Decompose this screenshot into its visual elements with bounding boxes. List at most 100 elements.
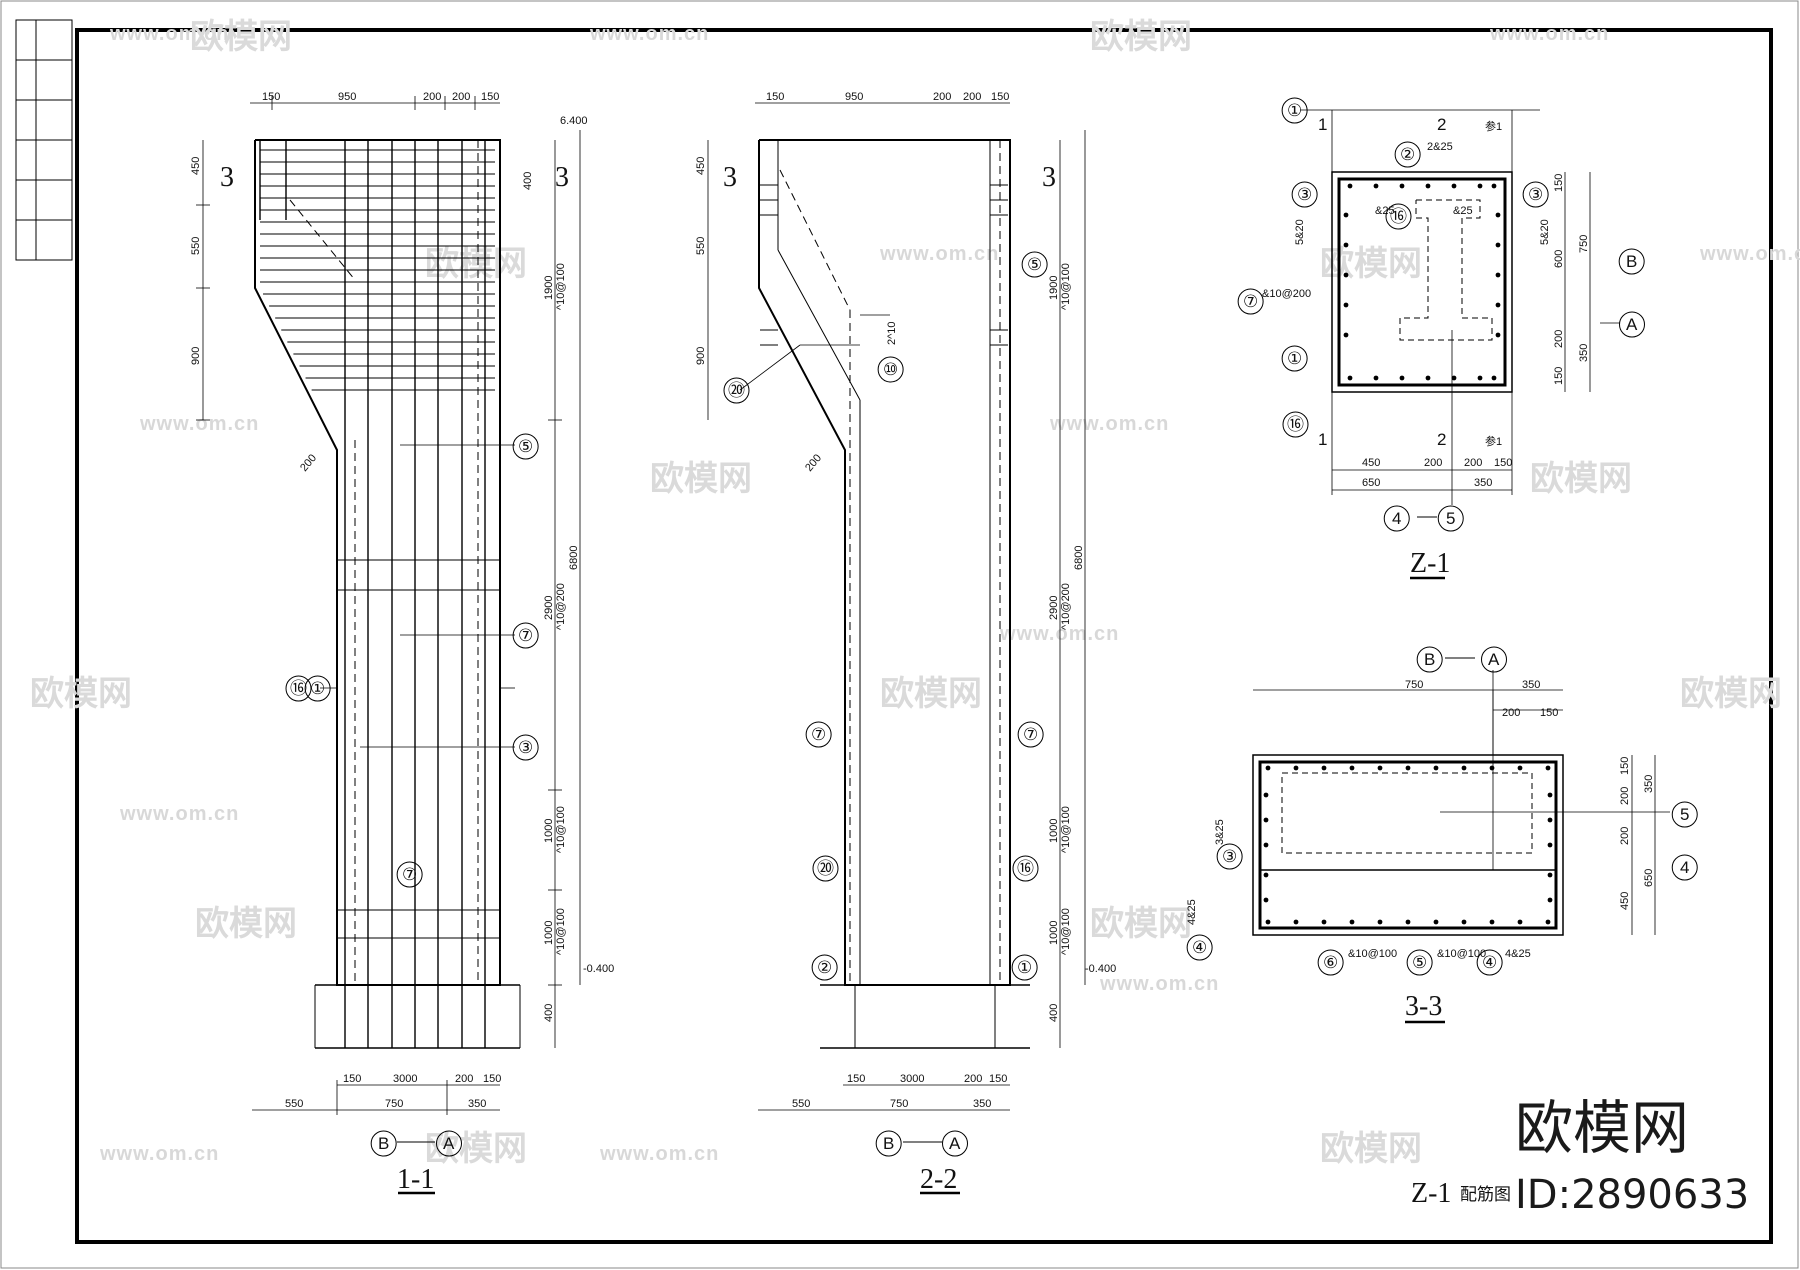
- callout-circle: [1481, 646, 1507, 673]
- dim-text: 150: [1619, 757, 1631, 775]
- callout-circle: [1671, 801, 1698, 828]
- dim-text: 350: [1474, 477, 1492, 489]
- rebar-dot: [1263, 872, 1269, 878]
- axis-label: 4: [1680, 858, 1689, 877]
- brand-id: ID:2890633: [1515, 1172, 1749, 1218]
- rebar-dot: [1263, 897, 1269, 903]
- rebar-dot: [1495, 332, 1501, 338]
- rebar-dot: [1489, 919, 1495, 925]
- section-mark: 2: [1437, 430, 1446, 449]
- rebar-dot: [1477, 375, 1483, 381]
- dim-text: 950: [845, 91, 863, 103]
- rebar-dot: [1343, 242, 1349, 248]
- rebar-dot: [1517, 765, 1523, 771]
- dim-text: 600: [1553, 250, 1565, 268]
- callout-circle: [285, 675, 312, 702]
- callout-circle: [811, 954, 838, 981]
- section-2-2-caption: 2-2: [920, 1164, 957, 1195]
- rebar-dot: [1373, 375, 1379, 381]
- rebar-dot: [1343, 212, 1349, 218]
- dim-text: 200: [1553, 330, 1565, 348]
- rebar-dot: [1399, 375, 1405, 381]
- dim-text: 400: [1048, 1004, 1060, 1022]
- dim-text: 650: [1643, 869, 1655, 887]
- bar-note: 4&25: [1186, 899, 1198, 925]
- rebar-dot: [1263, 817, 1269, 823]
- dim-text: 1900: [1048, 276, 1060, 300]
- dim-text: 650: [1362, 477, 1380, 489]
- callout-circle: [805, 721, 832, 748]
- bar-note: 4&25: [1505, 948, 1531, 960]
- callout-circle: [1618, 248, 1645, 275]
- dim-text: 400: [522, 172, 534, 190]
- rebar-dot: [1461, 919, 1467, 925]
- watermark-url: www.om.cn: [109, 23, 229, 45]
- section-z-1-caption: Z-1: [1410, 548, 1450, 579]
- callout-circle: [512, 622, 539, 649]
- bar-note: &25: [1453, 205, 1473, 217]
- watermark-logo: 欧模网: [1680, 675, 1782, 713]
- rebar-dot: [1321, 919, 1327, 925]
- axis-label: A: [1488, 650, 1500, 669]
- callout: ②: [1400, 145, 1415, 164]
- rebar-dot: [1347, 375, 1353, 381]
- dim-text: 200: [963, 91, 981, 103]
- rebar-dot: [1495, 302, 1501, 308]
- callout: ⑤: [1412, 953, 1427, 972]
- dim-text: 150: [989, 1073, 1007, 1085]
- watermark-logo: 欧模网: [190, 18, 292, 56]
- callout: ⑤: [1027, 255, 1042, 274]
- dim-text: 2900: [1048, 596, 1060, 620]
- dim-text: 200: [1619, 787, 1631, 805]
- rebar-dot: [1399, 183, 1405, 189]
- rebar-dot: [1433, 919, 1439, 925]
- section-mark: 参1: [1485, 434, 1502, 448]
- dim-text: 350: [1522, 679, 1540, 691]
- axis-label: B: [1424, 650, 1435, 669]
- bar-note: 2^10: [886, 321, 898, 345]
- dim-text: 550: [695, 237, 707, 255]
- dim-text: 150: [262, 91, 280, 103]
- dim-text: 1000: [1048, 921, 1060, 945]
- callout-circle: [1406, 949, 1433, 976]
- callout: ①: [1287, 101, 1302, 120]
- dim-text: 1000: [1048, 819, 1060, 843]
- callout-circle: [723, 377, 750, 404]
- axis-label: 4: [1392, 509, 1401, 528]
- rebar-dot: [1349, 919, 1355, 925]
- watermark-url: www.om.cn: [99, 1143, 219, 1165]
- callout-circle: [1394, 141, 1421, 168]
- section-1-1: [196, 96, 581, 1195]
- dim-text: 950: [338, 91, 356, 103]
- dim-text: 900: [695, 347, 707, 365]
- callout: ②: [817, 958, 832, 977]
- watermark-logo: 欧模网: [1090, 18, 1192, 56]
- watermark-url: www.om.cn: [1699, 243, 1800, 265]
- callout: ③: [1222, 847, 1237, 866]
- rebar-dot: [1545, 765, 1551, 771]
- dim-text: 150: [847, 1073, 865, 1085]
- callout-circle: [1186, 934, 1213, 961]
- rebar-dot: [1491, 183, 1497, 189]
- section-cut-label: 3: [723, 162, 737, 193]
- rebar-dot: [1517, 919, 1523, 925]
- bar-note: &10@100: [1348, 948, 1397, 960]
- callout: ③: [1297, 185, 1312, 204]
- annotations: 150 950 200 200 150 6.400 3 3 450 550 90…: [190, 91, 1749, 1218]
- dim-text: 6800: [1073, 546, 1085, 570]
- dim-text: ^10@100: [555, 908, 567, 955]
- drawing-frame: [75, 28, 1773, 1244]
- longitudinal-bars: [259, 140, 486, 1048]
- dim-text: 200: [803, 452, 824, 474]
- dim-text: 450: [695, 157, 707, 175]
- rebar-dot: [1405, 919, 1411, 925]
- rebar-dot: [1265, 919, 1271, 925]
- callout: ⑦: [1243, 292, 1258, 311]
- callout-circle: [1291, 181, 1318, 208]
- dim-text: 1000: [543, 819, 555, 843]
- rebar-dot: [1293, 765, 1299, 771]
- rebar-dot: [1547, 872, 1553, 878]
- dim-text: ^10@100: [555, 263, 567, 310]
- dim-text: 200: [423, 91, 441, 103]
